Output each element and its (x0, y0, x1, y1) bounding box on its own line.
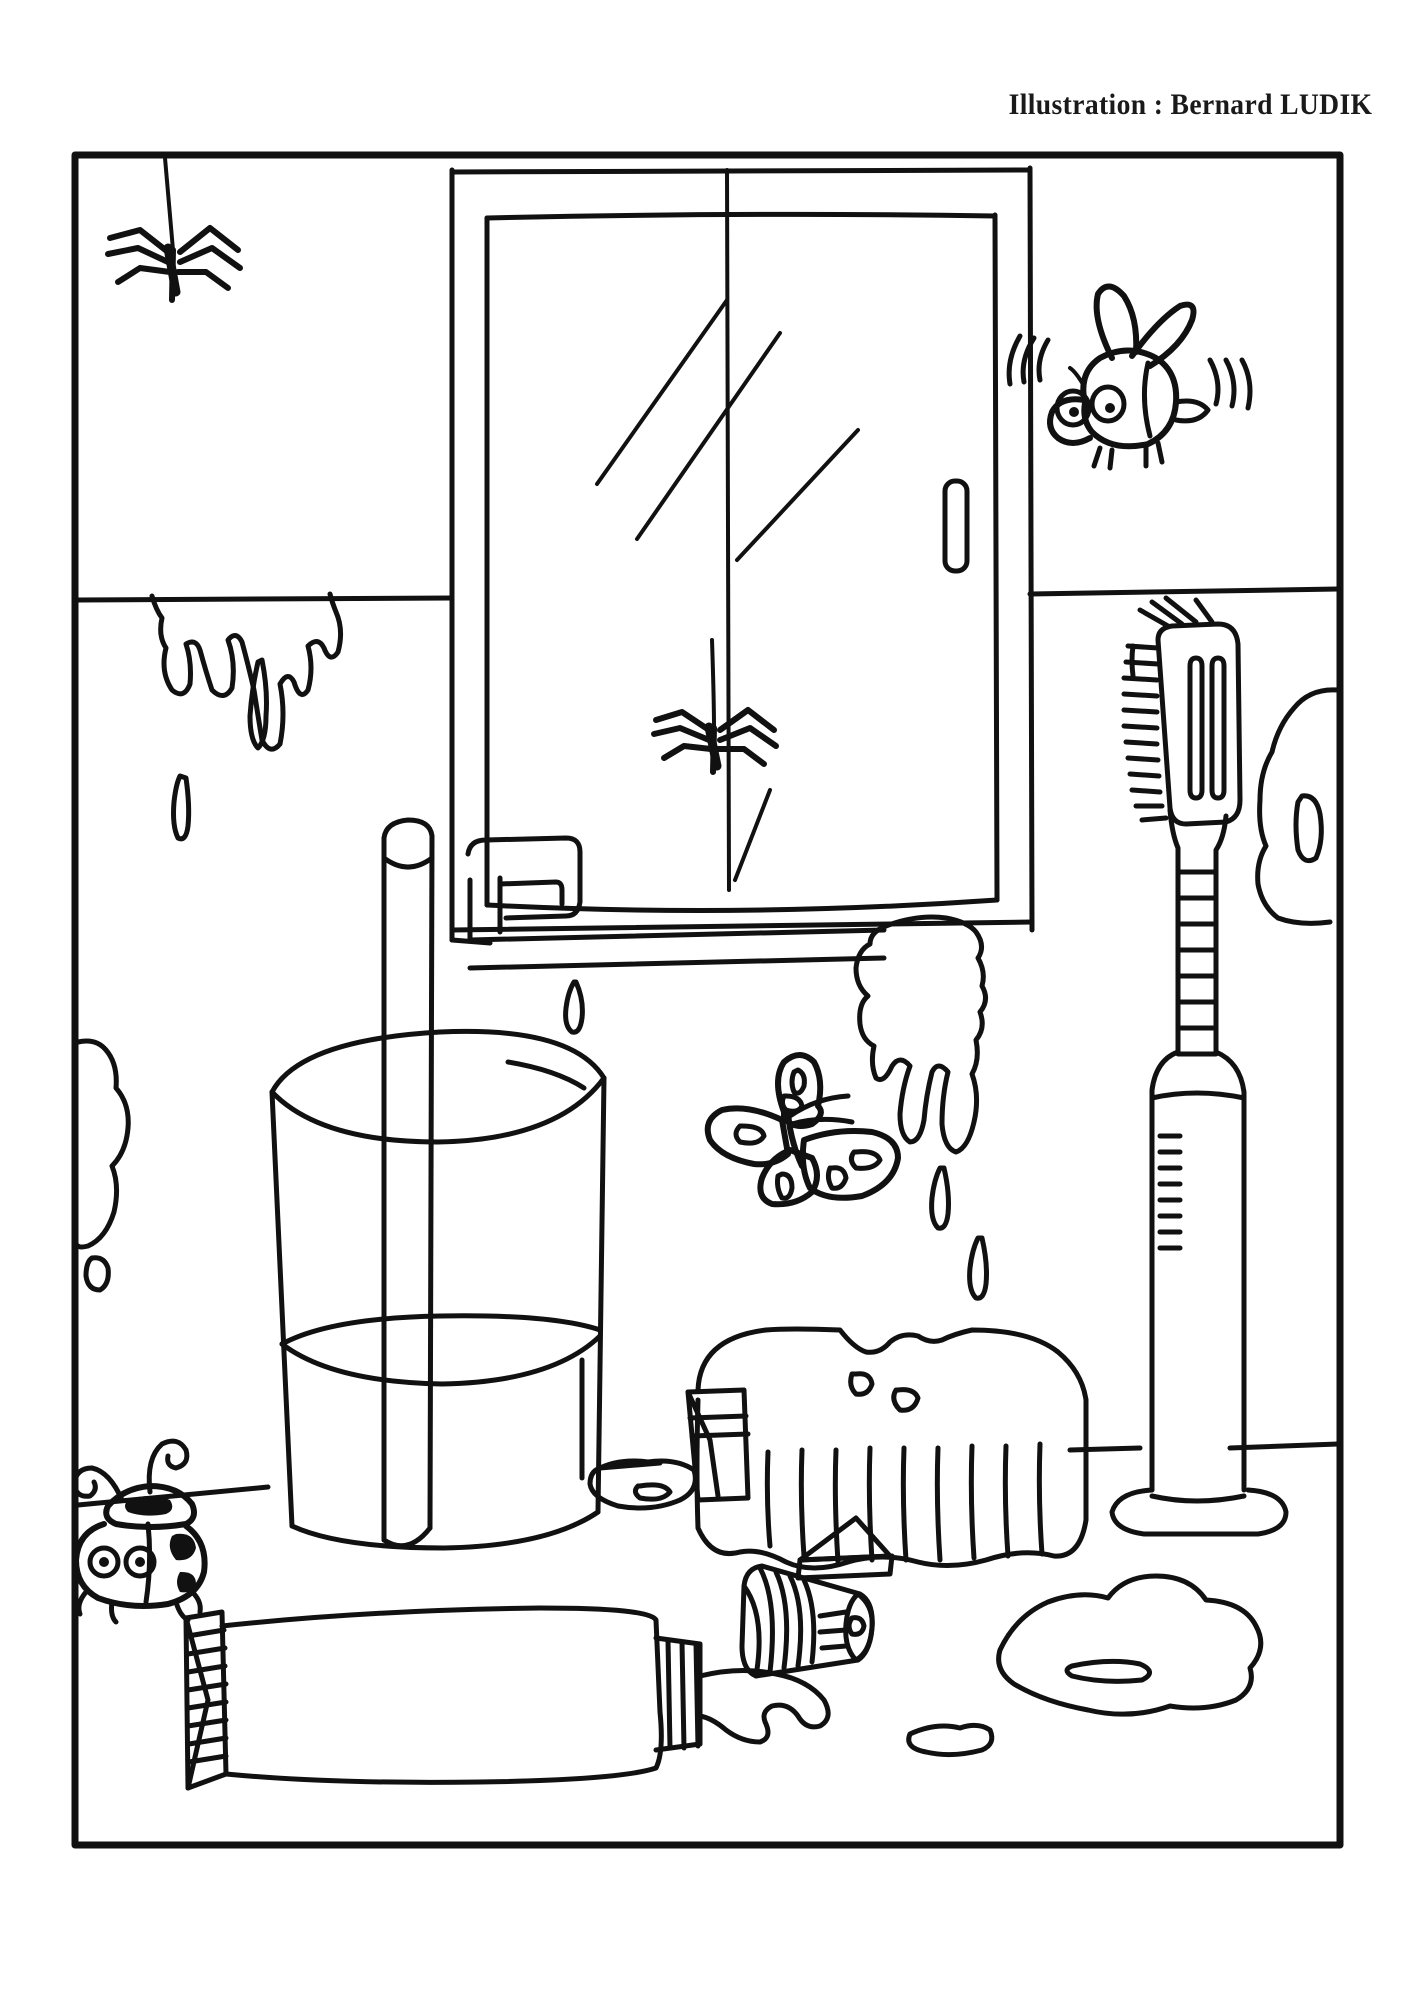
hairbrush[interactable] (1109, 595, 1289, 1537)
puddle-left (587, 1458, 698, 1511)
wall-stain-right (1255, 687, 1341, 926)
faucet[interactable] (465, 835, 887, 971)
illustration-credit: Illustration : Bernard LUDIK (1008, 88, 1372, 121)
wall-stain-left (75, 1038, 131, 1293)
mirror-shine-lines (595, 298, 860, 882)
butterfly (704, 1052, 901, 1208)
soap-splat-left (149, 591, 344, 842)
toothbrush-in-glass[interactable] (381, 817, 435, 1549)
soap-splat-right (853, 914, 989, 1301)
puddle-small (906, 1722, 995, 1758)
sponge[interactable] (685, 1326, 1089, 1581)
mirror-cabinet[interactable] (449, 165, 1035, 946)
spider-center (651, 638, 779, 775)
toothpaste-cap[interactable] (739, 1563, 875, 1679)
sink-basin[interactable] (269, 1028, 607, 1551)
bee (1006, 283, 1253, 471)
puddle-right (996, 1573, 1264, 1717)
toothpaste-tube[interactable] (183, 1605, 831, 1791)
mirror-handle[interactable] (942, 478, 970, 574)
illustration-border (71, 151, 1344, 1849)
ladybug (71, 1438, 208, 1625)
faucet-drip (563, 979, 585, 1035)
spider-top-left (105, 156, 243, 303)
